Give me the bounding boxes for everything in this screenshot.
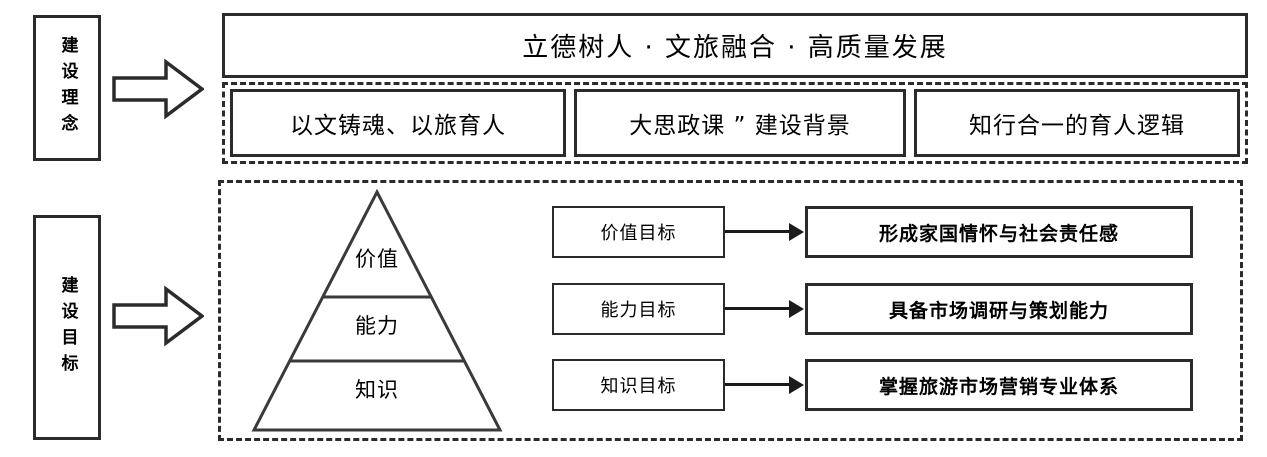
goal-connector-line-3	[725, 383, 791, 386]
side-label-goal: 建设目标	[33, 215, 101, 440]
pyramid-shape-icon	[251, 188, 503, 432]
goal-arrowhead-icon-3	[789, 376, 804, 394]
concept-banner: 立德树人 · 文旅融合 · 高质量发展	[222, 13, 1248, 78]
side-label-goal-text: 建设目标	[57, 275, 78, 380]
goal-label-knowledge-text: 知识目标	[600, 376, 677, 397]
concept-group-dashed-border	[222, 82, 1248, 164]
goal-result-box-value: 形成家国情怀与社会责任感	[805, 206, 1193, 258]
block-arrow-right-icon-concept	[112, 58, 205, 124]
goal-result-box-knowledge: 掌握旅游市场营销专业体系	[805, 359, 1193, 411]
block-arrow-right-icon-goal	[112, 285, 205, 351]
goal-arrowhead-icon-2	[789, 300, 804, 318]
competency-pyramid: 价值 能力 知识	[248, 186, 506, 436]
goal-result-value-text: 形成家国情怀与社会责任感	[878, 222, 1119, 245]
goal-label-box-value: 价值目标	[552, 206, 725, 258]
concept-box-3: 知行合一的育人逻辑	[914, 89, 1240, 157]
side-label-concept-text: 建设理念	[57, 36, 78, 140]
goal-result-box-ability: 具备市场调研与策划能力	[805, 283, 1193, 335]
side-label-concept: 建设理念	[33, 15, 101, 161]
goal-label-box-ability: 能力目标	[552, 283, 725, 335]
goal-label-ability-text: 能力目标	[600, 300, 677, 321]
concept-banner-text: 立德树人 · 文旅融合 · 高质量发展	[522, 33, 948, 63]
goal-label-box-knowledge: 知识目标	[552, 359, 725, 411]
concept-box-3-text: 知行合一的育人逻辑	[969, 113, 1185, 139]
goal-group-dashed-border	[218, 180, 1243, 441]
goal-result-ability-text: 具备市场调研与策划能力	[888, 299, 1109, 322]
goal-result-knowledge-text: 掌握旅游市场营销专业体系	[878, 375, 1119, 398]
goal-connector-line-1	[725, 230, 791, 233]
concept-box-2-text: 大思政课 ” 建设背景	[629, 113, 851, 139]
goal-label-value-text: 价值目标	[600, 223, 677, 244]
goal-arrowhead-icon-1	[789, 223, 804, 241]
concept-box-2: 大思政课 ” 建设背景	[574, 89, 906, 157]
concept-box-1: 以文铸魂、以旅育人	[230, 89, 566, 157]
goal-connector-line-2	[725, 307, 791, 310]
concept-box-1-text: 以文铸魂、以旅育人	[290, 113, 506, 139]
